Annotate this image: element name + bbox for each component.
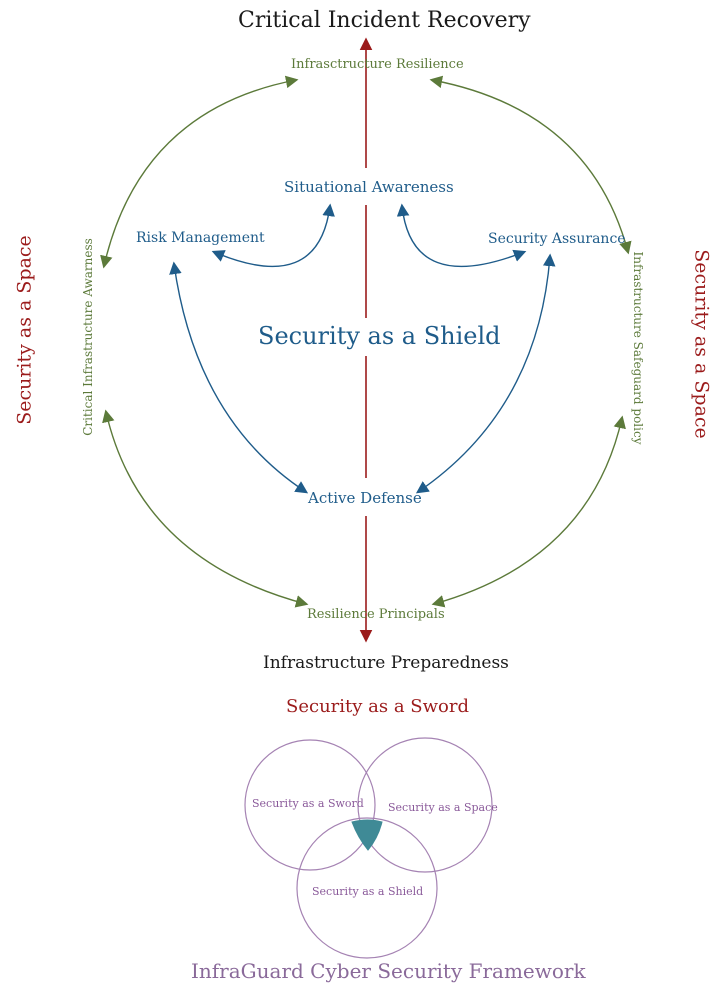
node-risk-management: Risk Management xyxy=(136,230,265,246)
left-critical-infrastructure-awarness: Critical Infrastructure Awarness xyxy=(81,238,95,436)
left-security-as-space: Security as a Space xyxy=(13,235,36,425)
arc-bottom-right xyxy=(431,415,626,608)
right-security-as-space: Security as a Space xyxy=(690,249,713,439)
venn-label-space: Security as a Space xyxy=(388,801,498,814)
node-active-defense: Active Defense xyxy=(308,489,422,507)
venn-circle-space xyxy=(357,737,493,873)
arc-bottom-left xyxy=(102,409,309,608)
label-security-as-sword: Security as a Sword xyxy=(286,696,469,717)
right-infrastructure-safeguard-policy: Infrastructure Safeguard policy xyxy=(631,251,645,445)
arrow-risk-defense xyxy=(169,261,309,494)
venn-intersection xyxy=(351,819,383,851)
venn-circle-sword xyxy=(244,739,376,871)
venn-label-shield: Security as a Shield xyxy=(312,885,424,898)
arc-top-right xyxy=(429,75,632,255)
label-infrastructure-resilience: Infrasctructure Resilience xyxy=(291,57,464,72)
center-security-as-shield: Security as a Shield xyxy=(258,322,501,350)
arc-top-left xyxy=(100,75,299,269)
venn-label-sword: Security as a Sword xyxy=(252,797,364,810)
footer-framework-title: InfraGuard Cyber Security Framework xyxy=(191,959,586,983)
venn-circle-shield xyxy=(296,817,438,959)
label-infrastructure-preparedness: Infrastructure Preparedness xyxy=(263,653,509,673)
node-security-assurance: Security Assurance xyxy=(488,231,626,247)
label-resilience-principals: Resilience Principals xyxy=(307,607,445,622)
node-situational-awareness: Situational Awareness xyxy=(284,178,454,196)
arrow-assurance-defense xyxy=(415,253,556,494)
title-critical-incident-recovery: Critical Incident Recovery xyxy=(238,8,531,33)
